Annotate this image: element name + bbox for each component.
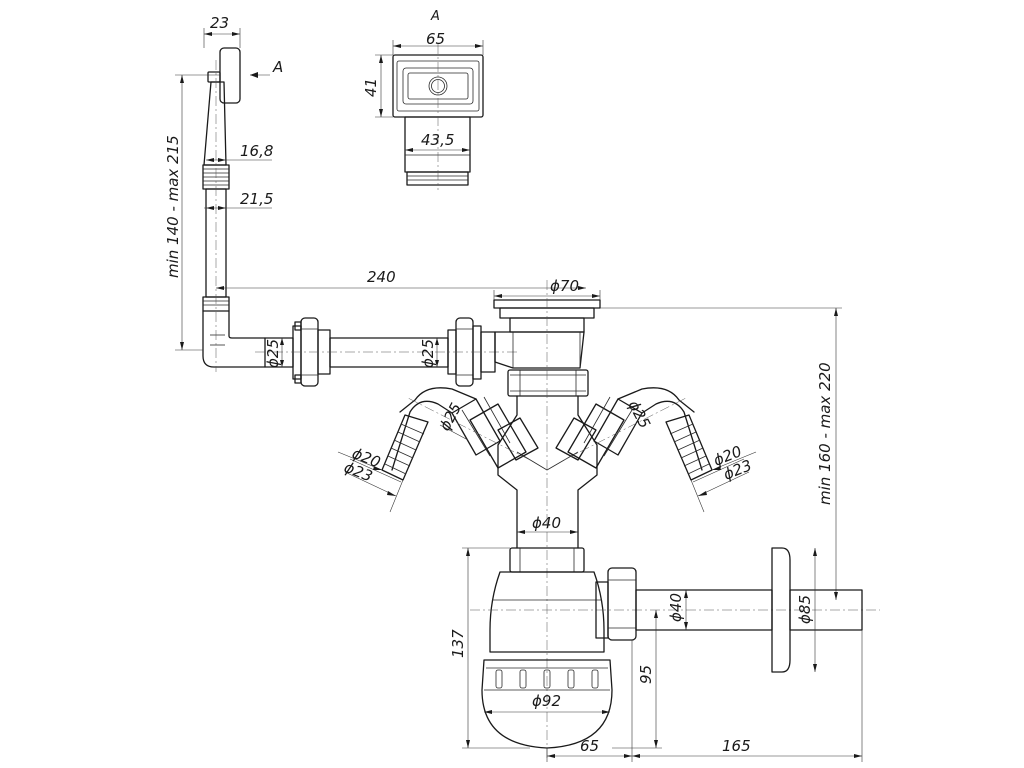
dim-offset-165: 165 bbox=[722, 737, 751, 755]
dim-pipe-length: 240 bbox=[367, 268, 396, 286]
outlet-pipe bbox=[546, 547, 863, 762]
view-a-label: A bbox=[430, 9, 440, 24]
overflow-horizontal-pipe bbox=[216, 286, 586, 387]
left-hose-nozzle bbox=[337, 387, 539, 513]
dim-overflow-height: min 140 - max 215 bbox=[164, 135, 182, 278]
dim-tube-d1: 16,8 bbox=[240, 142, 273, 160]
right-hose-nozzle bbox=[555, 387, 757, 513]
dim-outlet-height: 95 bbox=[637, 665, 655, 684]
dim-trap-height: 137 bbox=[449, 629, 467, 658]
dim-outlet-d40: ϕ40 bbox=[667, 593, 685, 622]
dim-strainer-d: ϕ70 bbox=[550, 277, 579, 295]
dim-pipe40: ϕ40 bbox=[532, 514, 561, 532]
overflow-riser bbox=[175, 28, 272, 372]
dim-offset-65: 65 bbox=[580, 737, 599, 755]
dim-trap-d: ϕ92 bbox=[532, 692, 561, 710]
dim-flange-d85: ϕ85 bbox=[796, 595, 814, 624]
dim-grate-width: 65 bbox=[426, 30, 445, 48]
dimension-labels: A A 23 min 140 - max 215 16,8 21,5 240 ϕ… bbox=[164, 9, 834, 755]
view-a-overflow-grate bbox=[375, 40, 484, 190]
dim-grate-height: 41 bbox=[362, 78, 380, 97]
dim-overflow-width: 23 bbox=[210, 14, 229, 32]
strainer-and-tee bbox=[493, 280, 842, 760]
dim-tube-d2: 21,5 bbox=[240, 190, 273, 208]
view-arrow-label: A bbox=[272, 58, 283, 76]
dim-pipe-d-left: ϕ25 bbox=[264, 339, 282, 368]
dim-tee-height: min 160 - max 220 bbox=[816, 362, 834, 505]
dim-grate-tube: 43,5 bbox=[421, 131, 454, 149]
bottle-trap bbox=[462, 547, 880, 749]
dim-pipe-d-right: ϕ25 bbox=[419, 339, 437, 368]
